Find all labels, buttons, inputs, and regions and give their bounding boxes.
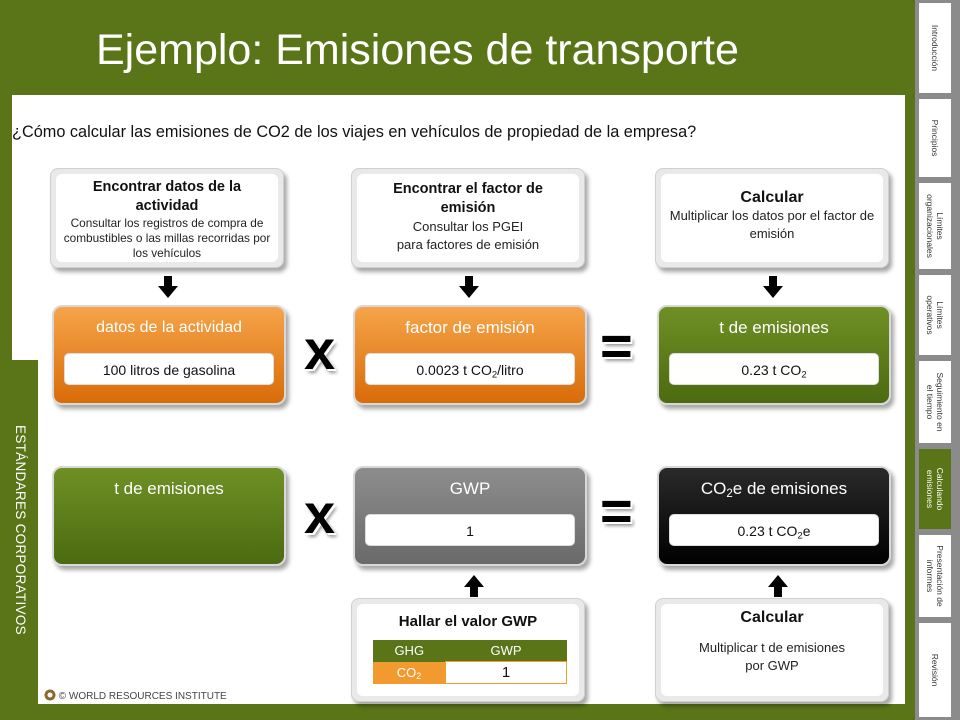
box-value: 100 litros de gasolina [64,353,274,385]
bottom-bar [0,665,38,720]
box-value: 1 [365,514,575,546]
side-label: ESTÁNDARES CORPORATIVOS [13,425,28,635]
box-heading: factor de emisión [405,318,535,337]
nav-tab-principios[interactable]: Principios [918,98,952,178]
step-card-emission-factor: Encontrar el factor de emisión Consultar… [351,168,585,268]
box-value: 0.23 t CO2e [669,514,879,546]
co2e-emissions-box: CO2e de emisiones 0.23 t CO2e [657,466,891,566]
step-title: Hallar el valor GWP [398,613,538,630]
step-title: Calcular [740,609,804,626]
arrow-down-icon [763,276,783,298]
step-card-calculate-co2e: Calcular Multiplicar t de emisiones por … [655,598,889,702]
step-body-line2: por GWP [745,658,799,673]
box-heading: t de emisiones [719,318,829,337]
step-title: Calcular [740,189,804,206]
box-heading: t de emisiones [114,479,224,498]
footer-text: © WORLD RESOURCES INSTITUTE [58,691,227,702]
arrow-down-icon [459,276,479,298]
step-title: Encontrar datos de la actividad [92,179,242,214]
left-bar [0,360,38,665]
activity-data-box: datos de la actividad 100 litros de gaso… [52,305,286,405]
left-strip [0,95,12,360]
step-title: Encontrar el factor de emisión [393,181,543,216]
nav-tab-introduccion[interactable]: Introducción [918,2,952,94]
multiply-operator: x [304,482,336,545]
box-heading: datos de la actividad [96,319,242,336]
box-value: 0.23 t CO2 [669,353,879,385]
step-body-line2: para factores de emisión [396,237,540,252]
step-body: Consultar los registros de compra de com… [63,216,271,260]
right-divider [905,95,915,720]
box-heading: CO2e de emisiones [700,479,848,500]
arrow-down-icon [158,276,178,298]
table-header-gwp: GWP [445,640,567,662]
gwp-box: GWP 1 [353,466,587,566]
table-header-ghg: GHG [373,640,446,662]
wri-logo-icon [44,689,56,701]
table-cell-gas: CO2 [373,661,446,684]
slide-title: Ejemplo: Emisiones de transporte [96,26,739,74]
bottom-strip [38,704,915,720]
emission-factor-box: factor de emisión 0.0023 t CO2/litro [353,305,587,405]
table-cell-gwp-value: 1 [445,661,567,684]
header-bar [0,0,915,95]
box-value: 0.0023 t CO2/litro [365,353,575,385]
box-heading: GWP [449,479,491,498]
step-body: Multiplicar los datos por el factor de e… [669,208,875,241]
emissions-input-box: t de emisiones [52,466,286,566]
question-text: ¿Cómo calcular las emisiones de CO2 de l… [12,123,697,141]
step-body-line1: Consultar los PGEI [412,219,524,234]
arrow-up-icon [464,575,484,597]
arrow-up-icon [768,575,788,597]
emissions-box: t de emisiones 0.23 t CO2 [657,305,891,405]
footer-logo: © WORLD RESOURCES INSTITUTE [44,689,274,705]
equals-operator: = [600,314,633,377]
gwp-table: GHG GWP CO2 1 [373,640,567,684]
step-body-line1: Multiplicar t de emisiones [699,640,845,655]
equals-operator: = [600,479,633,542]
multiply-operator: x [304,318,336,381]
nav-tab-revision[interactable]: Revisión [918,622,952,718]
step-card-calculate: Calcular Multiplicar los datos por el fa… [655,168,889,268]
step-card-activity-data: Encontrar datos de la actividad Consulta… [50,168,284,268]
